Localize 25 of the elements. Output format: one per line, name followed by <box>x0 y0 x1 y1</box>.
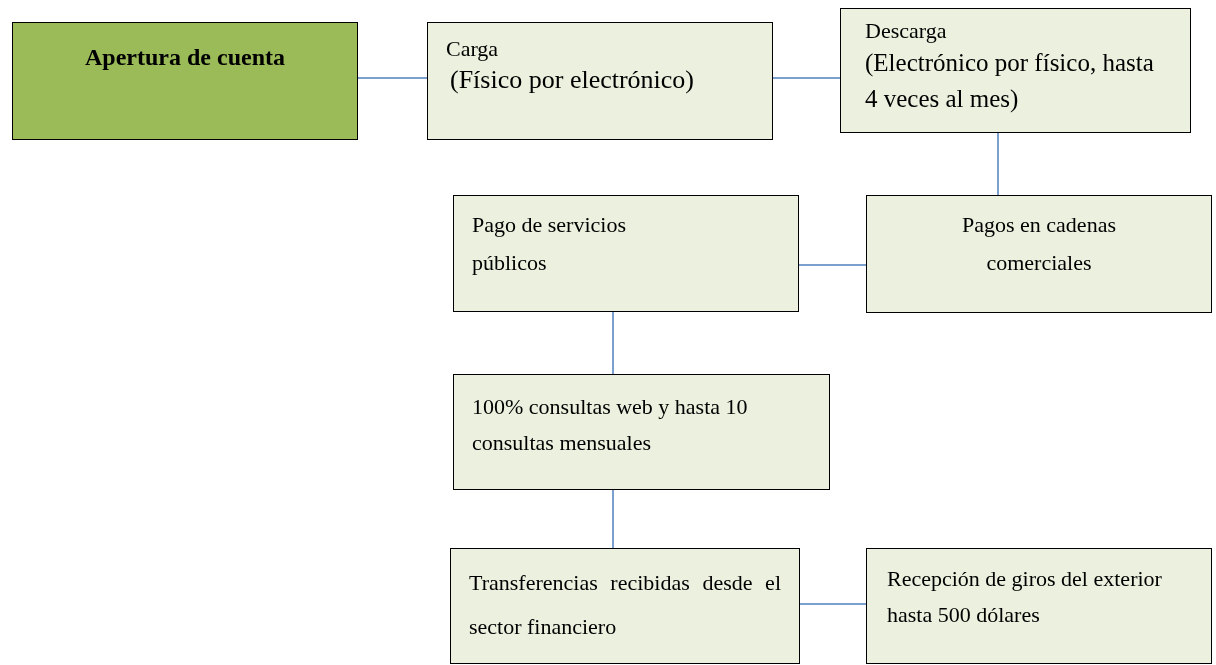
box-text: Carga <box>446 35 500 63</box>
box-text: 100% consultas web y hasta 10 consultas mensuales <box>472 393 749 457</box>
process-box <box>866 548 1212 664</box>
connector-line <box>798 264 867 266</box>
connector-line <box>612 311 614 375</box>
process-box <box>427 22 773 140</box>
connector-line <box>799 603 867 605</box>
box-text: Apertura de cuenta <box>85 43 285 72</box>
process-box <box>840 8 1191 133</box>
box-text: (Electrónico por físico, hasta 4 veces al mes) <box>865 48 1155 114</box>
box-text: Transferencias recibidas desde el sector financiero <box>469 569 781 641</box>
process-box <box>453 195 799 312</box>
box-text: Descarga <box>865 17 948 45</box>
connector-line <box>772 77 841 79</box>
box-text: Pagos en cadenas comerciales <box>961 211 1117 277</box>
process-box <box>450 548 800 664</box>
process-box <box>866 195 1212 313</box>
box-text: Recepción de giros del exterior hasta 500 dólares <box>887 565 1163 629</box>
box-text: (Físico por electrónico) <box>449 64 696 96</box>
process-box <box>453 374 830 490</box>
connector-line <box>357 77 428 79</box>
box-text: Pago de servicios públicos <box>472 211 627 277</box>
start-box <box>12 22 358 140</box>
connector-line <box>997 132 999 196</box>
connector-line <box>612 489 614 549</box>
